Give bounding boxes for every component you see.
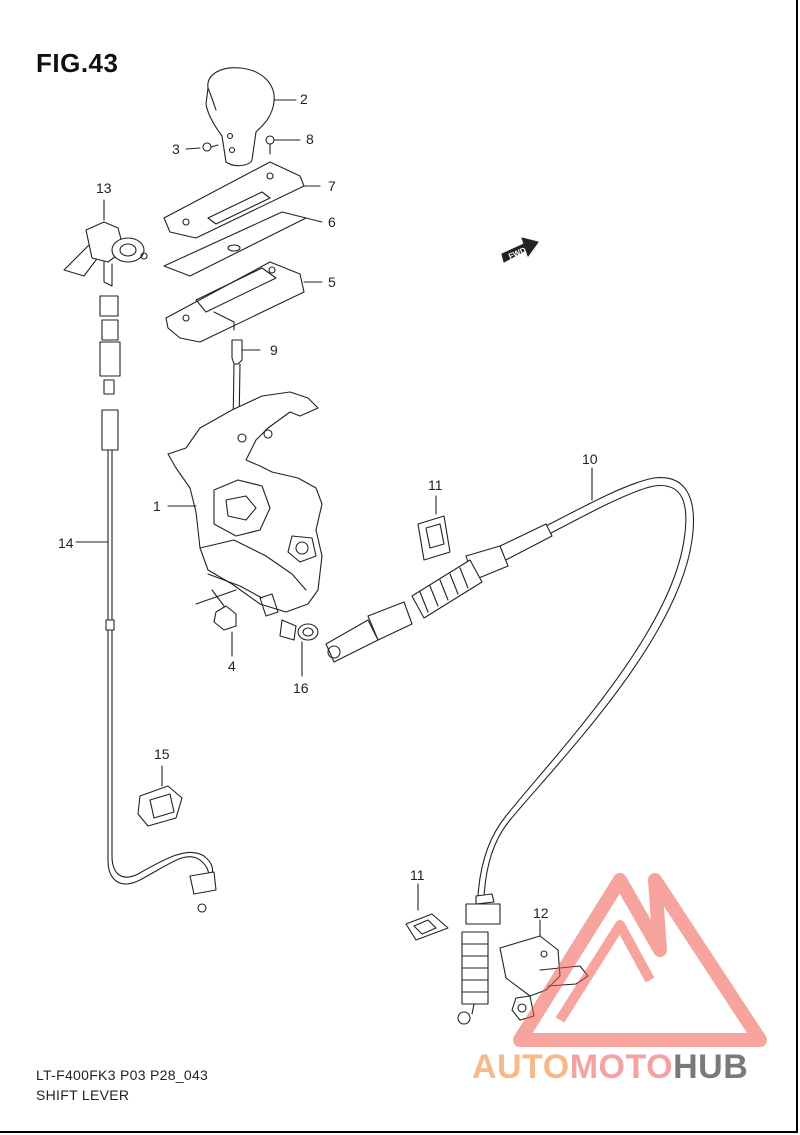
callout-10: 10 <box>582 451 598 467</box>
watermark-logo-icon <box>513 873 767 1047</box>
callout-11-upper: 11 <box>428 477 443 493</box>
page-caption: SHIFT LEVER <box>36 1087 130 1103</box>
bushing-part <box>279 619 319 677</box>
cable-bracket-part <box>499 919 589 1021</box>
callout-9: 9 <box>270 342 278 358</box>
callout-5: 5 <box>328 274 336 290</box>
callout-14: 14 <box>58 535 74 551</box>
lever-cable-part-14 <box>75 295 217 913</box>
callout-13: 13 <box>96 180 112 196</box>
callout-8: 8 <box>306 131 314 147</box>
callout-4: 4 <box>228 658 236 674</box>
model-code: LT-F400FK3 P03 P28_043 <box>36 1067 209 1083</box>
watermark-text: AUTOMOTOHUB <box>472 1048 748 1087</box>
guide-plate-part <box>165 261 323 343</box>
callout-2: 2 <box>300 91 308 107</box>
callout-6: 6 <box>328 214 336 230</box>
cable-clamp-part <box>137 765 183 827</box>
figure-title: FIG.43 <box>36 48 119 78</box>
watermark-part-moto: MOTO <box>569 1048 674 1086</box>
callout-11-lower: 11 <box>410 867 425 883</box>
callout-3: 3 <box>172 141 180 157</box>
screw-part-3 <box>185 142 219 152</box>
gasket-part <box>163 211 323 277</box>
bolt-part-4 <box>195 589 237 657</box>
callout-7: 7 <box>328 178 336 194</box>
callout-12: 12 <box>533 905 549 921</box>
clip-part-11-lower <box>405 883 449 941</box>
lever-assembly-part-13 <box>63 199 148 287</box>
clip-part-11-upper <box>417 495 451 561</box>
shift-cable-part <box>325 467 695 1025</box>
watermark-part-auto: AUTO <box>472 1048 570 1086</box>
watermark-part-hub: HUB <box>673 1048 749 1086</box>
fwd-label: FWD <box>507 245 528 261</box>
shift-plate-part <box>163 161 321 239</box>
callout-15: 15 <box>154 746 170 762</box>
shift-knob-part <box>205 67 297 167</box>
shift-lever-assembly-part <box>167 391 323 617</box>
screw-part-8 <box>265 135 301 155</box>
callout-1: 1 <box>153 498 161 514</box>
fwd-arrow-icon <box>501 237 539 263</box>
callout-16: 16 <box>293 680 309 696</box>
